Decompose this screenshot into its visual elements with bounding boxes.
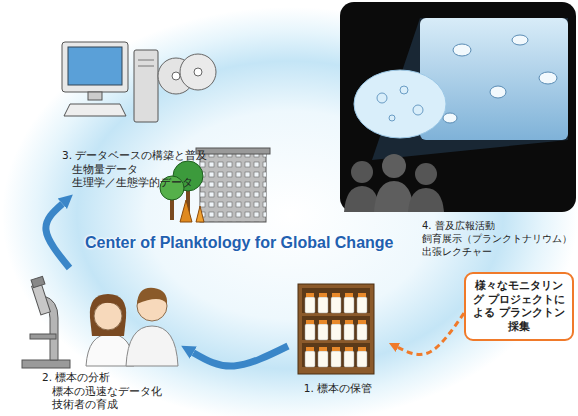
station-heading: 4. 普及広報活動 (422, 219, 574, 232)
station-group: 2. 標本の分析標本の迅速なデータ化技術者の育成 (10, 268, 180, 414)
station-heading: 2. 標本の分析 (42, 371, 176, 385)
station-group: 1. 標本の保管 (288, 280, 388, 400)
specimen-bottle (344, 347, 354, 367)
specimen-bottle (305, 293, 315, 313)
specimen-bottle (305, 347, 315, 367)
station-group: 3. データベースの構築と普及生物量データ生理学／生態学的データ (40, 30, 215, 192)
specimen-bottle (331, 320, 341, 340)
specimen-bottle (318, 347, 328, 367)
specimen-bottle (357, 293, 367, 313)
specimen-bottle (357, 320, 367, 340)
computer-illustration (62, 42, 216, 122)
specimen-bottle (331, 347, 341, 367)
dashed-arrow (398, 313, 464, 354)
station-group: 4. 普及広報活動飼育展示（プランクトナリウム）出張レクチャー (338, 2, 576, 258)
station-item: 出張レクチャー (422, 245, 574, 258)
station-item: 生物量データ (62, 163, 211, 177)
shelf-board (302, 313, 370, 316)
flow-arrow (193, 346, 288, 366)
station-item: 生理学／生態学的データ (62, 176, 211, 190)
specimen-bottle (305, 320, 315, 340)
station-item: 技術者の育成 (42, 398, 176, 412)
diagram-title: Center of Planktology for Global Change (85, 234, 393, 252)
specimen-bottle (357, 347, 367, 367)
box-label: 様々なモニタリング プロジェクトによる プランクトン採集 (471, 279, 567, 334)
station-heading: 3. データベースの構築と普及 (62, 149, 211, 163)
process-box: 様々なモニタリング プロジェクトによる プランクトン採集 (464, 272, 574, 341)
specimen-bottle (318, 293, 328, 313)
flow-arrow (46, 204, 70, 268)
laboratory-illustration (22, 276, 178, 368)
specimen-shelf (298, 284, 374, 374)
shelf-board (302, 340, 370, 343)
shelf-board (302, 367, 370, 370)
station-item: 飼育展示（プランクトナリウム） (422, 232, 574, 245)
planktonarium-illustration (340, 2, 576, 212)
specimen-bottle (344, 293, 354, 313)
station-heading: 1. 標本の保管 (288, 382, 388, 396)
specimen-bottle (331, 293, 341, 313)
specimen-bottle (318, 320, 328, 340)
specimen-bottle (344, 320, 354, 340)
station-item: 標本の迅速なデータ化 (42, 385, 176, 399)
